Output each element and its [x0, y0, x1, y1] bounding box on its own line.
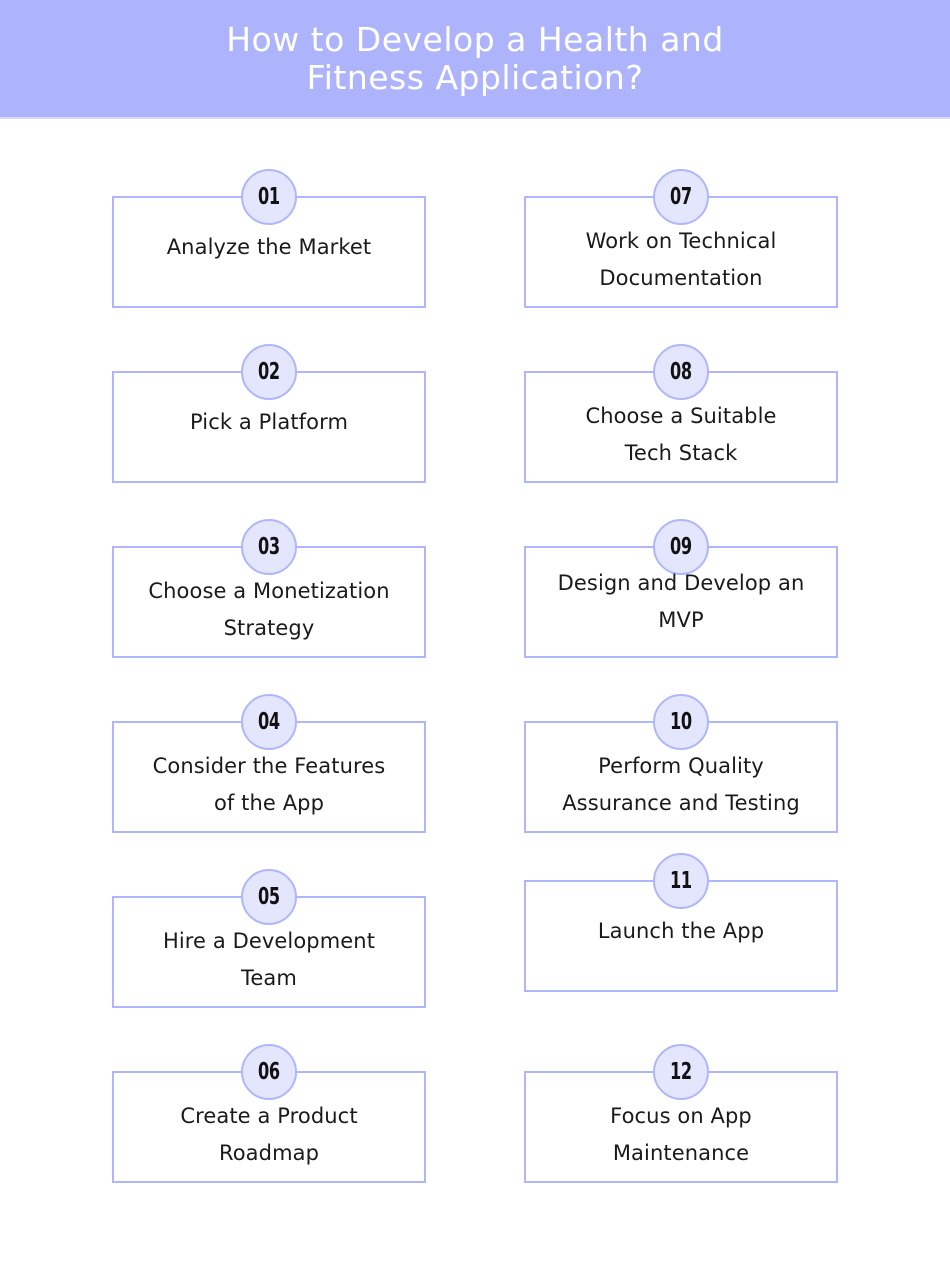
step-label: Perform Quality Assurance and Testing — [562, 754, 800, 815]
page-title-line-2: Fitness Application? — [306, 57, 644, 97]
step-label: Choose a Suitable Tech Stack — [585, 404, 777, 465]
step-card-11: 11 Launch the App — [524, 853, 838, 992]
step-number: 12 — [670, 1059, 692, 1085]
step-label: Create a Product Roadmap — [180, 1104, 358, 1165]
step-number-badge: 05 — [241, 869, 297, 925]
step-label: Consider the Features of the App — [152, 754, 386, 815]
header-divider — [0, 117, 950, 119]
step-number-badge: 10 — [653, 694, 709, 750]
page-header: How to Develop a Health and Fitness Appl… — [0, 0, 950, 117]
page-title-line-1: How to Develop a Health and — [226, 19, 724, 59]
step-number: 05 — [258, 884, 280, 910]
step-card-09: 09 Design and Develop an MVP — [524, 519, 838, 658]
step-card-08: 08 Choose a Suitable Tech Stack — [524, 344, 838, 483]
step-label: Choose a Monetization Strategy — [148, 579, 390, 640]
step-number: 09 — [670, 534, 692, 560]
step-number-badge: 02 — [241, 344, 297, 400]
step-number: 10 — [670, 709, 692, 735]
step-label: Hire a Development Team — [162, 929, 376, 990]
step-label: Pick a Platform — [189, 409, 349, 434]
step-label: Design and Develop an MVP — [557, 571, 805, 632]
step-number-badge: 04 — [241, 694, 297, 750]
step-number-badge: 03 — [241, 519, 297, 575]
step-card-04: 04 Consider the Features of the App — [112, 694, 426, 833]
step-card-10: 10 Perform Quality Assurance and Testing — [524, 694, 838, 833]
step-card-05: 05 Hire a Development Team — [112, 869, 426, 1008]
step-number-badge: 07 — [653, 169, 709, 225]
step-number: 04 — [258, 709, 280, 735]
step-card-02: 02 Pick a Platform — [112, 344, 426, 483]
step-label: Launch the App — [597, 918, 765, 943]
step-number: 06 — [258, 1059, 280, 1085]
step-number: 07 — [670, 184, 692, 210]
step-card-03: 03 Choose a Monetization Strategy — [112, 519, 426, 658]
step-number: 01 — [258, 184, 280, 210]
step-number-badge: 12 — [653, 1044, 709, 1100]
step-label: Analyze the Market — [166, 234, 372, 259]
step-label: Work on Technical Documentation — [585, 229, 777, 290]
step-card-01: 01 Analyze the Market — [112, 169, 426, 308]
step-number-badge: 06 — [241, 1044, 297, 1100]
step-card-07: 07 Work on Technical Documentation — [524, 169, 838, 308]
step-number-badge: 08 — [653, 344, 709, 400]
step-number: 03 — [258, 534, 280, 560]
step-number: 02 — [258, 359, 280, 385]
step-number: 08 — [670, 359, 692, 385]
step-card-06: 06 Create a Product Roadmap — [112, 1044, 426, 1183]
step-card-12: 12 Focus on App Maintenance — [524, 1044, 838, 1183]
step-number-badge: 01 — [241, 169, 297, 225]
step-number-badge: 09 — [653, 519, 709, 575]
step-number: 11 — [670, 868, 692, 894]
step-label: Focus on App Maintenance — [610, 1104, 752, 1165]
step-number-badge: 11 — [653, 853, 709, 909]
